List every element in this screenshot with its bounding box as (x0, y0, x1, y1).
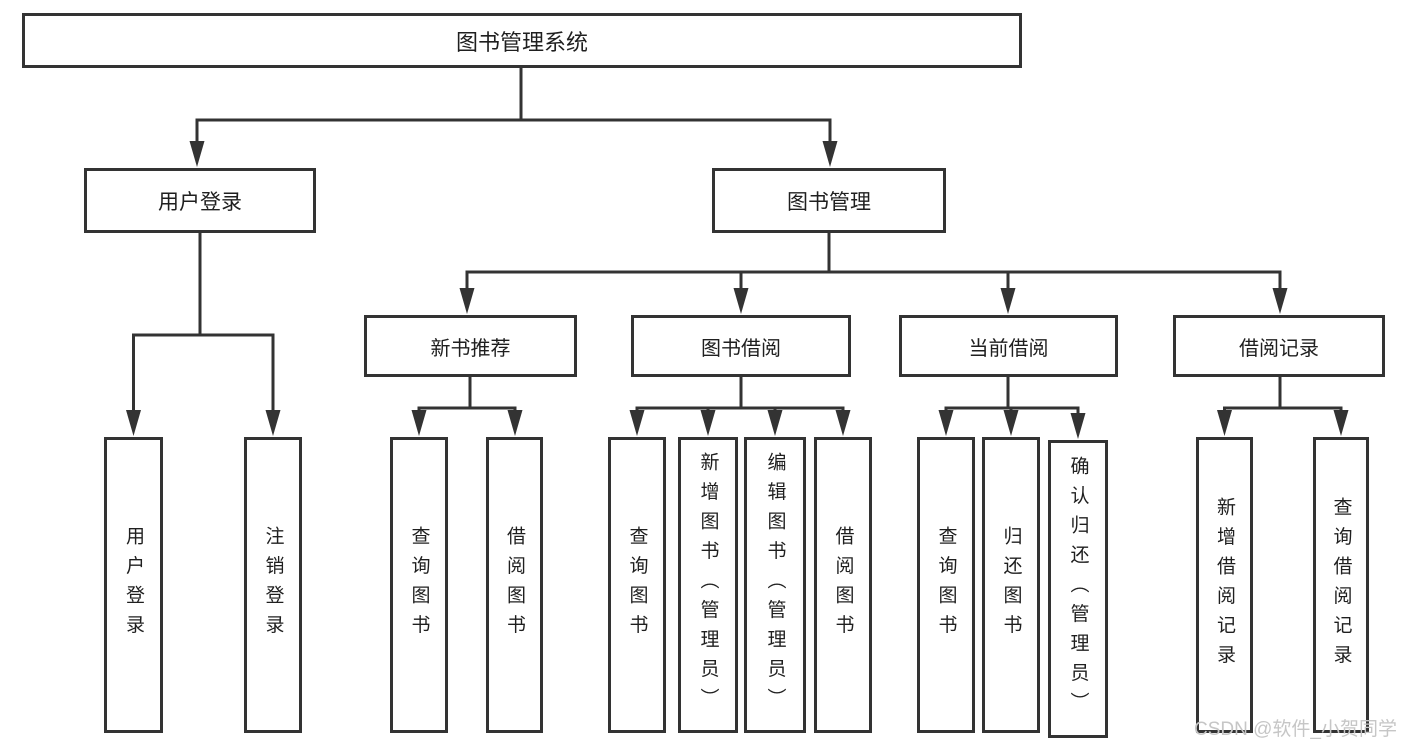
watermark: CSDN @软件_小贺同学 (1194, 719, 1397, 740)
node-add-books-admin: 新增图书（管理员） (678, 437, 738, 733)
node-logout-action: 注销登录 (244, 437, 302, 733)
node-library-system: 图书管理系统 (22, 13, 1022, 68)
node-current-borrowing: 当前借阅 (899, 315, 1118, 377)
node-query-books-borrowing: 查询图书 (608, 437, 666, 733)
node-query-books-current: 查询图书 (917, 437, 975, 733)
node-book-management: 图书管理 (712, 168, 946, 233)
node-borrow-books-recommend: 借阅图书 (486, 437, 543, 733)
node-add-borrow-record: 新增借阅记录 (1196, 437, 1253, 733)
node-confirm-return-admin: 确认归还（管理员） (1048, 440, 1108, 738)
node-new-book-recommendation: 新书推荐 (364, 315, 577, 377)
node-book-borrowing: 图书借阅 (631, 315, 851, 377)
node-query-borrow-record: 查询借阅记录 (1313, 437, 1369, 733)
node-return-books: 归还图书 (982, 437, 1040, 733)
node-borrow-books-borrowing: 借阅图书 (814, 437, 872, 733)
node-edit-books-admin: 编辑图书（管理员） (744, 437, 806, 733)
node-user-login-action: 用户登录 (104, 437, 163, 733)
node-borrowing-records: 借阅记录 (1173, 315, 1385, 377)
node-user-login: 用户登录 (84, 168, 316, 233)
node-query-books-recommend: 查询图书 (390, 437, 448, 733)
